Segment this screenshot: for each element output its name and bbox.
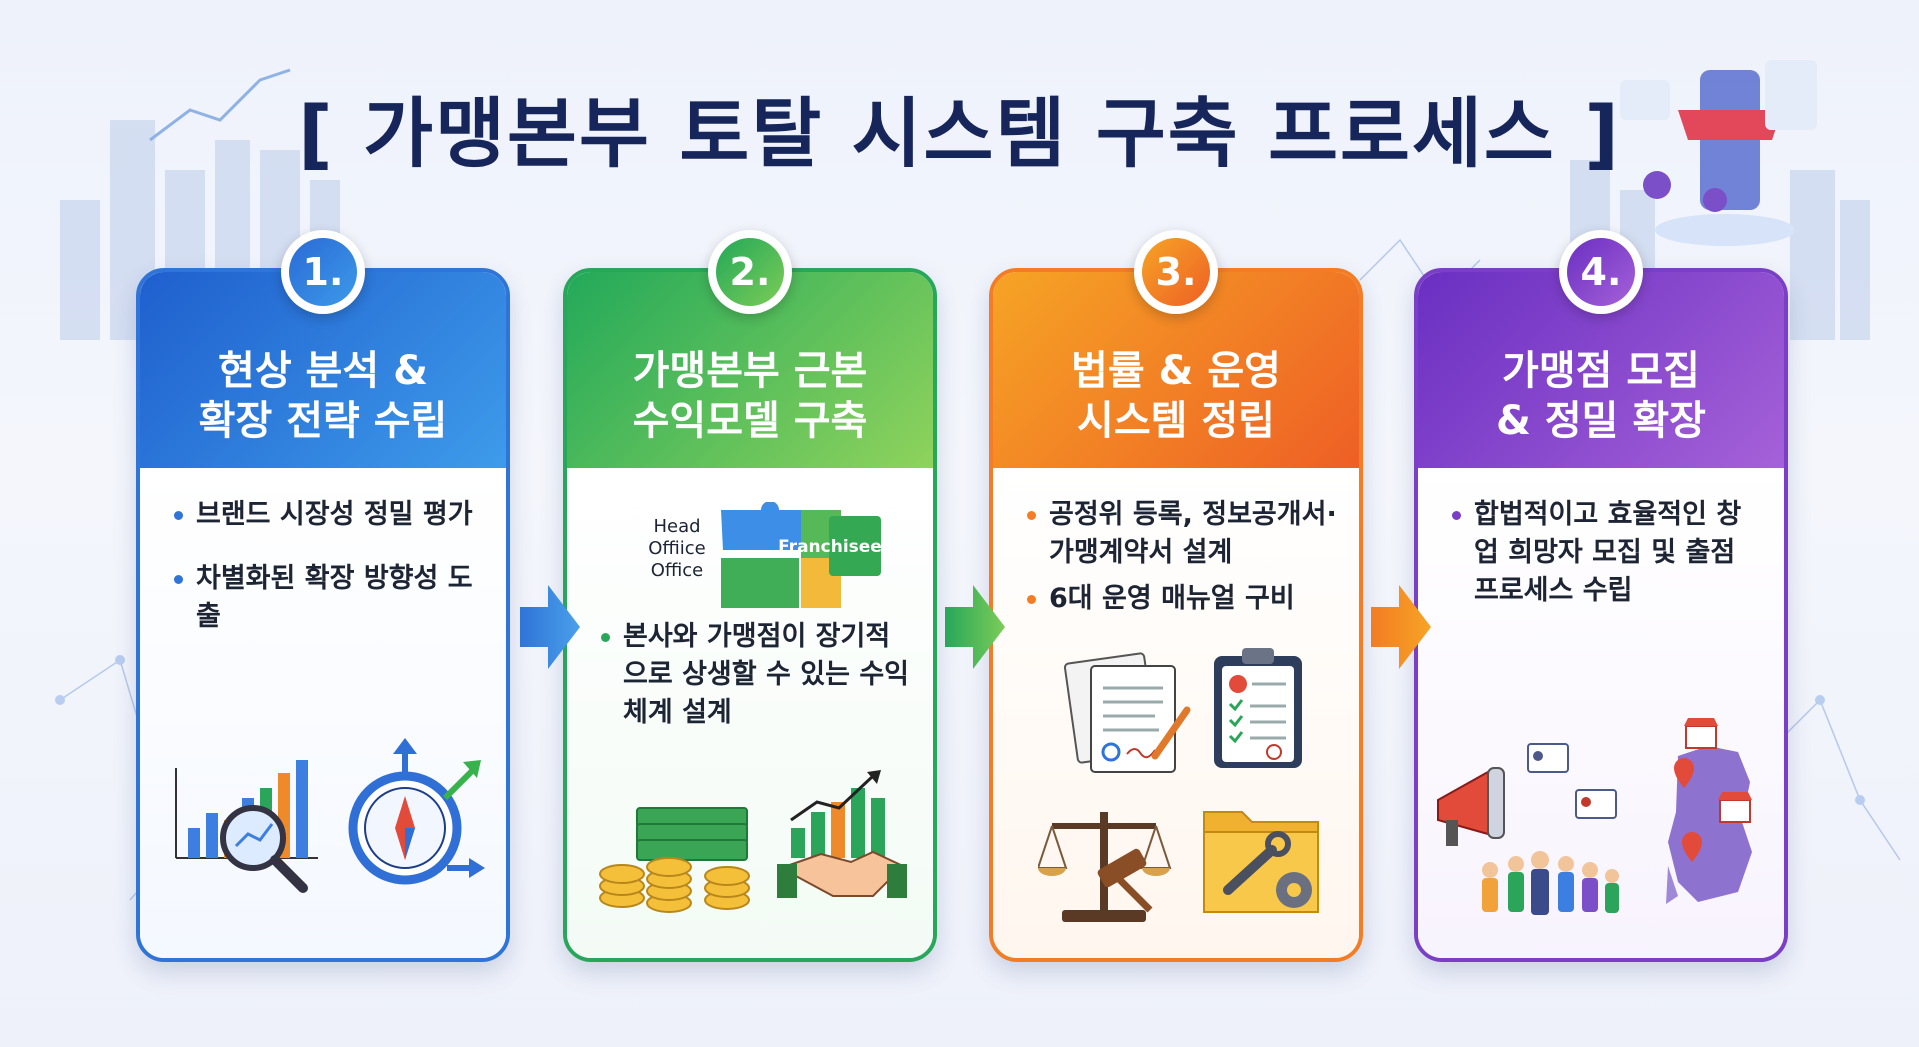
handshake-growth-icon (777, 770, 907, 898)
step-1-bullets: 브랜드 시장성 정밀 평가 차별화된 확장 방향성 도출 (174, 496, 488, 654)
money-coins-icon (599, 807, 750, 913)
step-3-bullets: 공정위 등록, 정보공개서·가맹계약서 설계 6대 운영 매뉴얼 구비 (1027, 496, 1341, 636)
megaphone-people-icon (1437, 743, 1619, 915)
step-2-header: 가맹본부 근본 수익모델 구축 (567, 272, 933, 468)
bullet-item: 합법적이고 효율적인 창업 희망자 모집 및 출점 프로세스 수립 (1452, 496, 1766, 610)
step-4-badge: 4. (1559, 230, 1643, 314)
contract-documents-icon (1063, 652, 1191, 773)
step-title-line: 가맹본부 근본 (632, 348, 868, 394)
step-3-body: 공정위 등록, 정보공개서·가맹계약서 설계 6대 운영 매뉴얼 구비 (993, 468, 1359, 958)
puzzle-left-label: Head Offiice Office (648, 516, 706, 581)
folder-tools-icon (1203, 811, 1319, 913)
bullet-item: 6대 운영 매뉴얼 구비 (1027, 580, 1341, 618)
step-2-badge: 2. (708, 230, 792, 314)
compass-arrows-icon (348, 738, 485, 885)
arrow-right-icon (945, 585, 1005, 669)
step-title-line: 수익모델 구축 (632, 398, 868, 444)
arrow-right-icon (520, 585, 580, 669)
step-title-line: 현상 분석 & (218, 348, 428, 394)
step-number: 4. (1567, 238, 1635, 306)
bullet-item: 본사와 가맹점이 장기적으로 상생할 수 있는 수익 체계 설계 (601, 618, 915, 732)
step-4-body: 합법적이고 효율적인 창업 희망자 모집 및 출점 프로세스 수립 (1418, 468, 1784, 958)
step-2-bullets: 본사와 가맹점이 장기적으로 상생할 수 있는 수익 체계 설계 (601, 618, 915, 750)
page-title: [ 가맹본부 토탈 시스템 구축 프로세스 ] (297, 89, 1622, 178)
step-4-card: 가맹점 모집 & 정밀 확장 합법적이고 효율적인 창업 희망자 모집 및 출점… (1414, 268, 1788, 962)
checklist-clipboard-icon (1214, 648, 1302, 768)
step-1-card: 현상 분석 & 확장 전략 수립 브랜드 시장성 정밀 평가 차별화된 확장 방… (136, 268, 510, 962)
step-number: 2. (716, 238, 784, 306)
step-title-line: 가맹점 모집 (1502, 348, 1700, 394)
step-1-body: 브랜드 시장성 정밀 평가 차별화된 확장 방향성 도출 (140, 468, 506, 958)
step-title-line: 법률 & 운영 (1071, 348, 1281, 394)
step-2-body: Head Offiice Office Franchisee 본사와 가맹점이 … (567, 468, 933, 958)
scales-gavel-icon (1038, 812, 1172, 922)
step-2-card: 가맹본부 근본 수익모델 구축 Head Offiice Office Fran… (563, 268, 937, 962)
bullet-item: 브랜드 시장성 정밀 평가 (174, 496, 488, 534)
bullet-item: 공정위 등록, 정보공개서·가맹계약서 설계 (1027, 496, 1341, 572)
korea-map-stores-icon (1666, 718, 1752, 904)
step-title-line: & 정밀 확장 (1496, 398, 1706, 444)
step-number: 3. (1142, 238, 1210, 306)
step-4-bullets: 합법적이고 효율적인 창업 희망자 모집 및 출점 프로세스 수립 (1452, 496, 1766, 628)
step-3-card: 법률 & 운영 시스템 정립 공정위 등록, 정보공개서·가맹계약서 설계 6대… (989, 268, 1363, 962)
puzzle-right-label: Franchisee (778, 537, 882, 557)
step-title-line: 시스템 정립 (1077, 398, 1275, 444)
bullet-item: 차별화된 확장 방향성 도출 (174, 560, 488, 636)
step-3-badge: 3. (1134, 230, 1218, 314)
step-title-line: 확장 전략 수립 (198, 398, 448, 444)
bar-chart-magnifier-icon (175, 760, 318, 893)
arrow-right-icon (1371, 585, 1431, 669)
step-number: 1. (289, 238, 357, 306)
puzzle-icon (721, 502, 881, 608)
step-1-badge: 1. (281, 230, 365, 314)
